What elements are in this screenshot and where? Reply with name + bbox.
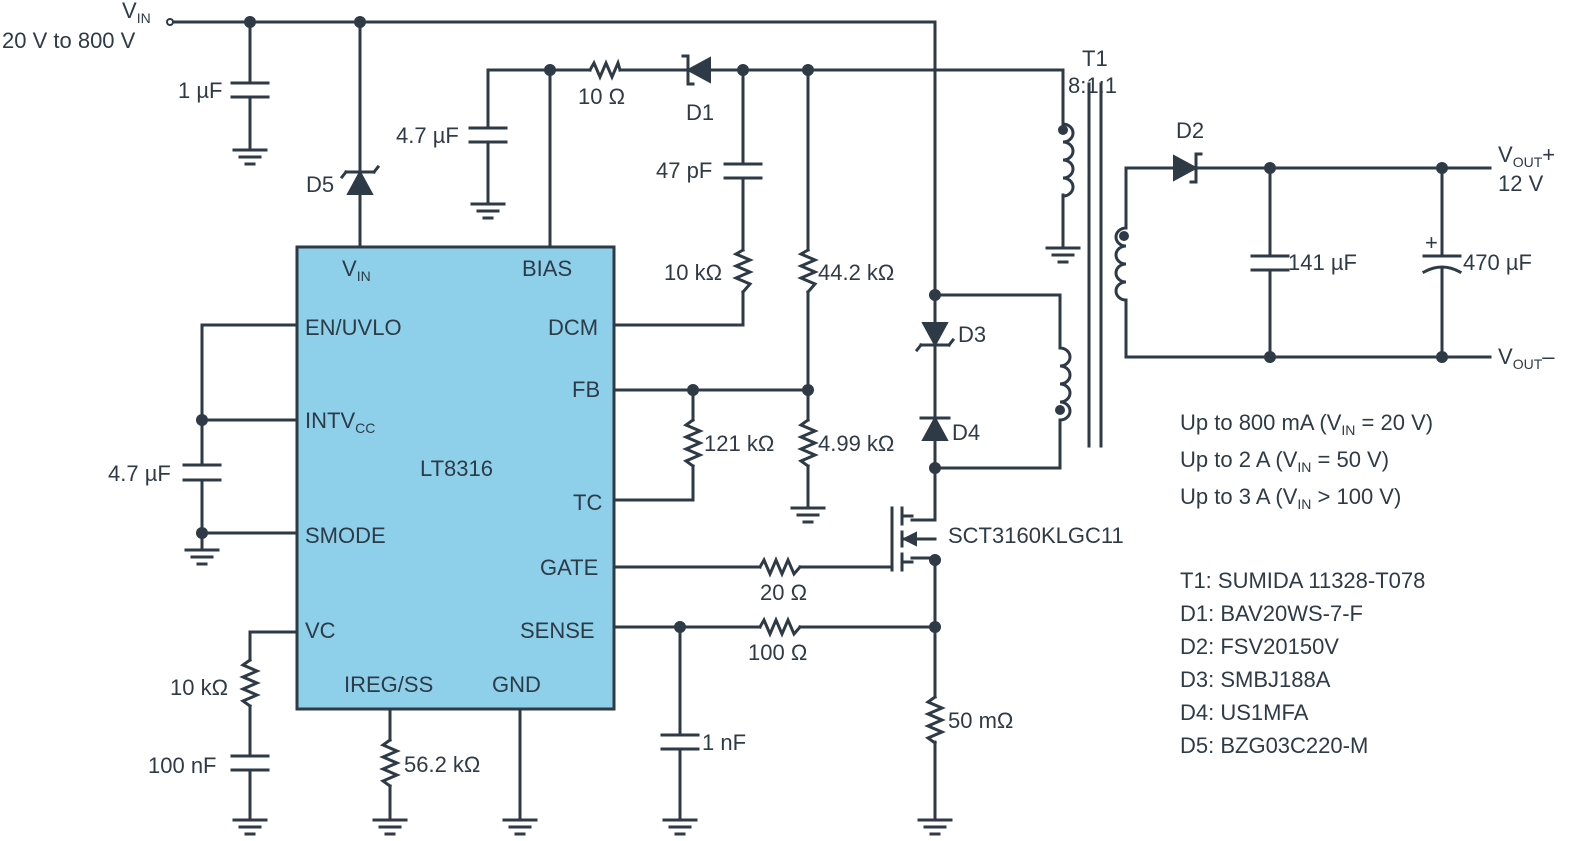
label-c-out1: 141 µF — [1288, 250, 1357, 275]
pin-intvcc: INTVCC — [305, 408, 375, 436]
spec-line-3: Up to 3 A (VIN > 100 V) — [1180, 484, 1401, 512]
label-r-vc: 10 kΩ — [170, 675, 228, 700]
capacitors — [182, 81, 1463, 772]
bom-d5: D5: BZG03C220-M — [1180, 733, 1368, 758]
vin-range: 20 V to 800 V — [2, 28, 136, 53]
label-r-sense: 100 Ω — [748, 640, 807, 665]
pin-en-uvlo: EN/UVLO — [305, 315, 402, 340]
label-c-1n: 1 nF — [702, 730, 746, 755]
label-r-gate: 20 Ω — [760, 580, 807, 605]
label-c-47p: 47 pF — [656, 158, 712, 183]
pin-bias: BIAS — [522, 256, 572, 281]
vout-pos-label: VOUT+ — [1498, 142, 1555, 170]
bom-d4: D4: US1MFA — [1180, 700, 1309, 725]
label-r-10k-dcm: 10 kΩ — [664, 260, 722, 285]
ic-lt8316 — [295, 245, 616, 711]
pin-ireg-ss: IREG/SS — [344, 672, 433, 697]
vout-voltage: 12 V — [1498, 171, 1544, 196]
label-c-bias: 4.7 µF — [396, 123, 459, 148]
bom-d1: D1: BAV20WS-7-F — [1180, 601, 1363, 626]
label-t1: T1 — [1082, 46, 1108, 71]
pin-gate: GATE — [540, 555, 598, 580]
label-d5: D5 — [306, 172, 334, 197]
mosfet-sct3160 — [890, 506, 937, 572]
label-c-out2: 470 µF — [1463, 250, 1532, 275]
ic-name: LT8316 — [420, 456, 493, 481]
label-c-vc: 100 nF — [148, 753, 217, 778]
pin-sense: SENSE — [520, 618, 595, 643]
pin-dcm: DCM — [548, 315, 598, 340]
label-r-bias: 10 Ω — [578, 84, 625, 109]
transformer-t1 — [1055, 122, 1129, 422]
bom-t1: T1: SUMIDA 11328-T078 — [1180, 568, 1425, 593]
label-c-intvcc: 4.7 µF — [108, 461, 171, 486]
pin-vin: VIN — [342, 256, 371, 284]
label-r-44k: 44.2 kΩ — [818, 260, 894, 285]
label-c-out2-pol: + — [1425, 230, 1438, 255]
bom-d3: D3: SMBJ188A — [1180, 667, 1331, 692]
label-t1-ratio: 8:1:1 — [1068, 73, 1117, 98]
grounds — [184, 148, 1081, 836]
label-r-shunt: 50 mΩ — [948, 708, 1013, 733]
pin-fb: FB — [572, 377, 600, 402]
pin-smode: SMODE — [305, 523, 386, 548]
pin-vc: VC — [305, 618, 336, 643]
vout-neg-label: VOUT– — [1498, 344, 1555, 372]
diodes — [339, 54, 1203, 441]
spec-line-2: Up to 2 A (VIN = 50 V) — [1180, 447, 1389, 475]
label-c-in: 1 µF — [178, 78, 222, 103]
pin-gnd: GND — [492, 672, 541, 697]
label-d1: D1 — [686, 100, 714, 125]
label-mosfet: SCT3160KLGC11 — [948, 523, 1124, 548]
label-d3: D3 — [958, 322, 986, 347]
pin-tc: TC — [573, 490, 602, 515]
label-r-4k99: 4.99 kΩ — [818, 431, 894, 456]
wires — [168, 20, 1492, 822]
label-d2: D2 — [1176, 118, 1204, 143]
bom-d2: D2: FSV20150V — [1180, 634, 1339, 659]
label-r-121k: 121 kΩ — [704, 431, 774, 456]
vin-label: VIN — [122, 0, 151, 26]
spec-line-1: Up to 800 mA (VIN = 20 V) — [1180, 410, 1433, 438]
junctions — [166, 16, 1448, 633]
label-d4: D4 — [952, 420, 980, 445]
label-r-ireg: 56.2 kΩ — [404, 752, 480, 777]
resistors — [239, 58, 946, 789]
